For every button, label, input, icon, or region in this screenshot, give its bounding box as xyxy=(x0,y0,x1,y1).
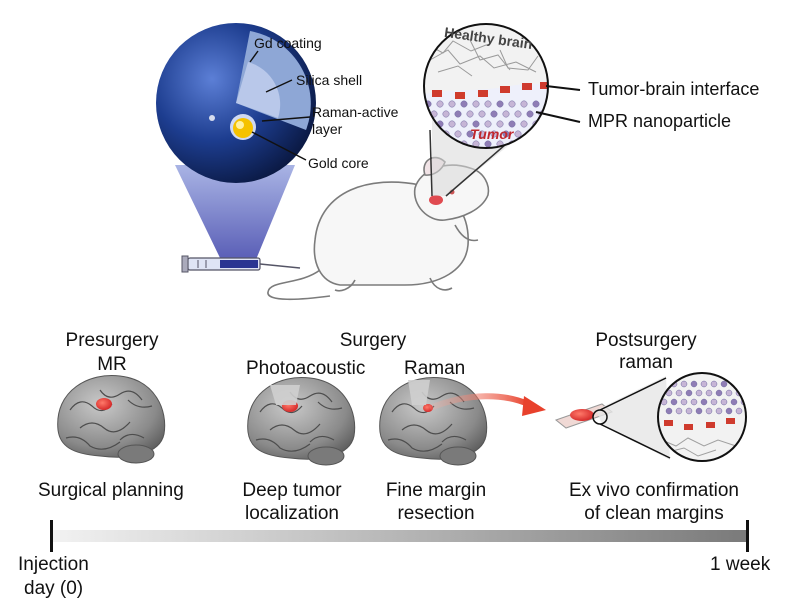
raman-active-label-line1: Raman-active xyxy=(312,104,399,120)
fine-margin-caption-line2: resection xyxy=(397,503,475,524)
zoom-callouts xyxy=(535,85,581,123)
silica-shell-label: Silica shell xyxy=(296,72,363,88)
deep-tumor-caption-line2: localization xyxy=(245,503,339,524)
photoacoustic-title: Photoacoustic xyxy=(246,358,366,379)
deep-tumor-caption-line1: Deep tumor xyxy=(242,480,342,501)
timeline-start-line1: Injection xyxy=(18,554,89,575)
raman-brain xyxy=(379,376,488,466)
nanoparticle-cone xyxy=(175,165,295,262)
timeline xyxy=(50,520,749,552)
surgical-planning-caption: Surgical planning xyxy=(38,480,184,501)
postsurgery-title-line1: Postsurgery xyxy=(595,330,697,351)
postsurgery-title-line2: raman xyxy=(619,352,673,373)
ex-vivo-zoom xyxy=(657,372,747,462)
tumor-label: Tumor xyxy=(470,126,514,142)
nanoparticle-leaders xyxy=(249,50,311,161)
timeline-start-line2: day (0) xyxy=(24,578,84,599)
ex-vivo-caption-line2: of clean margins xyxy=(584,503,724,524)
presurgery-title-line1: Presurgery xyxy=(65,330,159,351)
raman-active-label-line2: layer xyxy=(312,121,343,137)
ex-vivo-caption-line1: Ex vivo confirmation xyxy=(568,480,739,501)
tumor-brain-interface-label: Tumor-brain interface xyxy=(588,79,760,99)
nanoparticle-sphere xyxy=(156,23,316,183)
syringe xyxy=(181,255,301,273)
probe-cones xyxy=(270,380,430,405)
surgery-title: Surgery xyxy=(339,330,407,351)
ex-vivo-tissue xyxy=(554,376,671,460)
transfer-arrow xyxy=(428,393,546,416)
mpr-nanoparticle-label: MPR nanoparticle xyxy=(588,111,732,131)
gd-coating-label: Gd coating xyxy=(254,35,322,51)
fine-margin-caption-line1: Fine margin xyxy=(385,480,487,501)
timeline-end-label: 1 week xyxy=(710,554,771,575)
gold-core-label: Gold core xyxy=(308,155,369,171)
photoacoustic-brain xyxy=(247,376,356,466)
raman-title: Raman xyxy=(404,358,466,379)
presurgery-title-line2: MR xyxy=(97,354,127,375)
mouse xyxy=(267,156,490,301)
presurgery-brain xyxy=(57,374,166,464)
